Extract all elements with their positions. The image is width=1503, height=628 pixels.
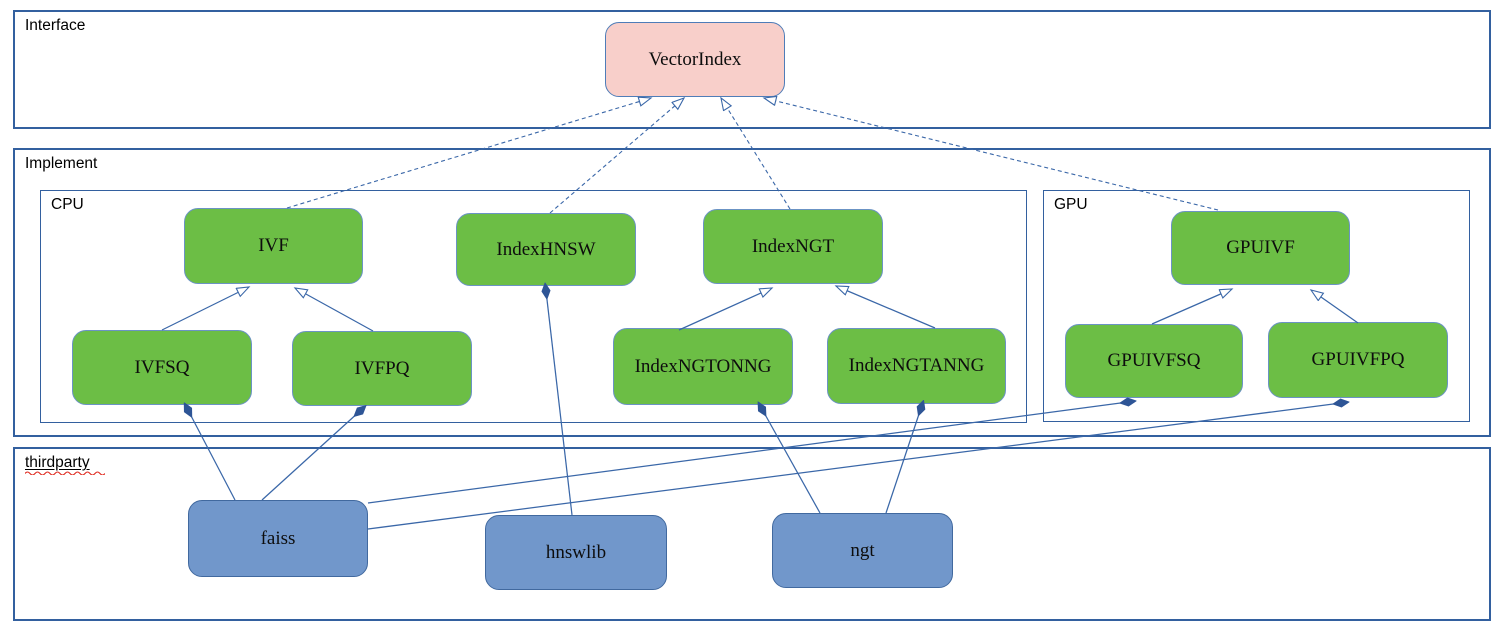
node-indexngtanng: IndexNGTANNG <box>827 328 1006 404</box>
node-indexngt: IndexNGT <box>703 209 883 284</box>
node-vectorindex-label: VectorIndex <box>648 48 742 70</box>
node-ivfpq-label: IVFPQ <box>354 357 410 379</box>
node-ivf-label: IVF <box>258 235 289 256</box>
container-implement-label: Implement <box>25 155 98 172</box>
node-ivfsq-label: IVFSQ <box>134 356 190 378</box>
node-ngt-label: ngt <box>850 539 875 561</box>
node-indexngtanng-label: IndexNGTANNG <box>848 355 985 376</box>
container-thirdparty-label-wrap: thirdparty <box>25 454 105 475</box>
node-indexngtonng: IndexNGTONNG <box>613 328 793 405</box>
node-gpuivfpq-label: GPUIVFPQ <box>1311 349 1405 370</box>
node-gpuivfpq: GPUIVFPQ <box>1268 322 1448 398</box>
node-vectorindex: VectorIndex <box>605 22 785 97</box>
node-gpuivf: GPUIVF <box>1171 211 1350 285</box>
node-indexhnsw-label: IndexHNSW <box>496 238 596 260</box>
node-ivf: IVF <box>184 208 363 284</box>
node-ivfsq: IVFSQ <box>72 330 252 405</box>
node-gpuivf-label: GPUIVF <box>1226 237 1295 258</box>
node-indexngtonng-label: IndexNGTONNG <box>634 355 772 377</box>
node-indexngt-label: IndexNGT <box>751 235 835 257</box>
container-thirdparty-label: thirdparty <box>25 454 90 471</box>
container-cpu-label: CPU <box>51 196 84 213</box>
container-gpu-label: GPU <box>1054 196 1088 213</box>
node-hnswlib: hnswlib <box>485 515 667 590</box>
node-gpuivfsq-label: GPUIVFSQ <box>1107 350 1201 371</box>
node-ivfpq: IVFPQ <box>292 331 472 406</box>
node-indexhnsw: IndexHNSW <box>456 213 636 286</box>
container-interface-label: Interface <box>25 17 86 34</box>
node-ngt: ngt <box>772 513 953 588</box>
node-gpuivfsq: GPUIVFSQ <box>1065 324 1243 398</box>
node-faiss: faiss <box>188 500 368 577</box>
spellcheck-squiggle-icon <box>25 471 105 475</box>
node-hnswlib-label: hnswlib <box>545 541 607 563</box>
node-faiss-label: faiss <box>260 527 296 549</box>
